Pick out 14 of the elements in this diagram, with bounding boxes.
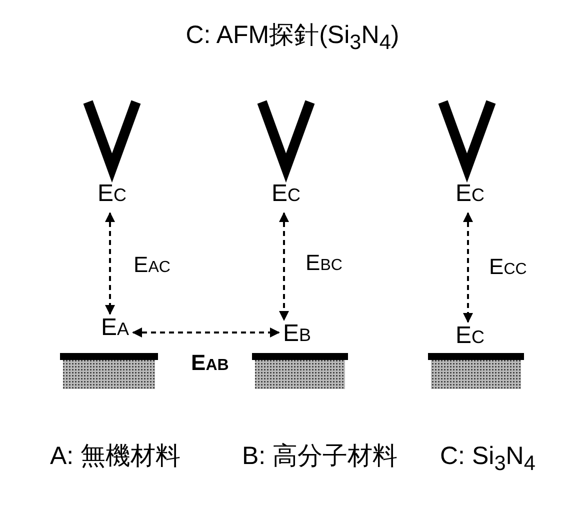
title: C: AFM探針(Si$_{3}$N$_{4}$) [184,20,400,55]
energy-label: EC [456,184,485,205]
material-label: A: 無機材料 [50,441,182,472]
material-label: B: 高分子材料 [242,441,399,472]
energy-label: EC [98,184,127,205]
double-arrow [463,212,473,323]
energy-label: EB [283,324,312,345]
energy-label: EC [272,184,301,205]
double-arrow [105,212,115,315]
double-arrow [132,328,280,338]
energy-label: EA [101,318,130,339]
double-arrow [279,212,289,321]
energy-label: EC [456,326,485,347]
material-label: C: Si$_{3}$N$_{4}$ [440,441,536,477]
